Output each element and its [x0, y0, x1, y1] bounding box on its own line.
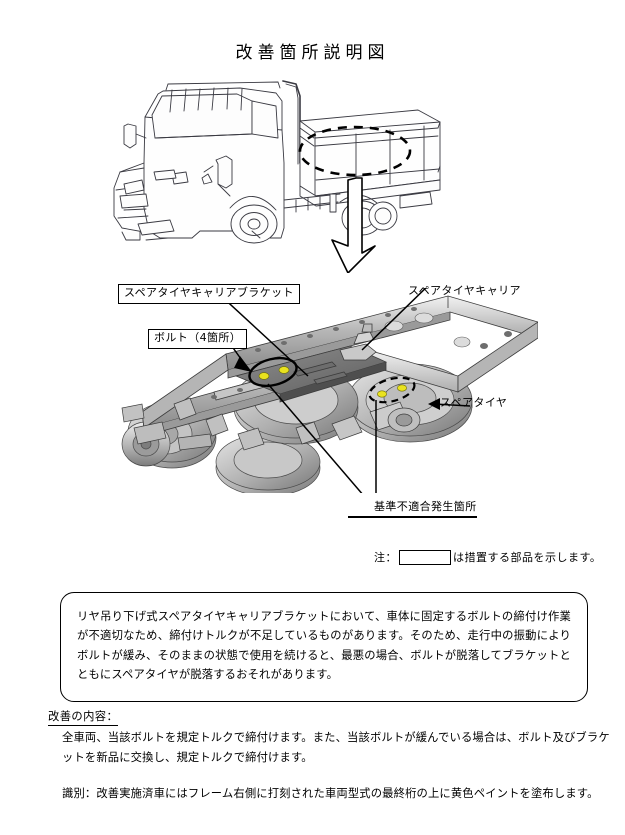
improvement-heading: 改善の内容：	[48, 708, 119, 726]
page-title: 改善箇所説明図	[235, 43, 390, 63]
improvement-body: 全車両、当該ボルトを規定トルクで締付けます。また、当該ボルトが緩んでいる場合は、…	[62, 731, 610, 765]
legend-note: 注： は措置する部品を示します。	[374, 549, 601, 565]
note-suffix: は措置する部品を示します。	[453, 551, 602, 564]
note-box-swatch	[399, 549, 451, 565]
callout-spare-tire: スペアタイヤ	[440, 396, 508, 409]
callout-bolt-4-places: ボルト（4箇所）	[148, 329, 248, 349]
chassis-frame-illustration	[121, 288, 538, 493]
callout-nonconformity-location: 基準不適合発生箇所	[348, 500, 477, 518]
bolt-highlight-group-right	[368, 376, 416, 404]
callout-spare-tire-carrier-bracket: スペアタイヤキャリアブラケット	[118, 284, 300, 304]
callout-spare-tire-carrier: スペアタイヤキャリア	[408, 284, 521, 297]
hollow-down-arrow	[331, 177, 376, 273]
identification-line: 識別：改善実施済車にはフレーム右側に打刻された車両型式の最終桁の上に黄色ペイント…	[62, 787, 599, 800]
defect-description-box: リヤ吊り下げ式スペアタイヤキャリアブラケットにおいて、車体に固定するボルトの締付…	[60, 592, 588, 702]
truck-highlight-ellipse	[298, 125, 412, 177]
flatbed-truck-illustration	[113, 80, 441, 273]
note-prefix: 注：	[374, 551, 397, 564]
